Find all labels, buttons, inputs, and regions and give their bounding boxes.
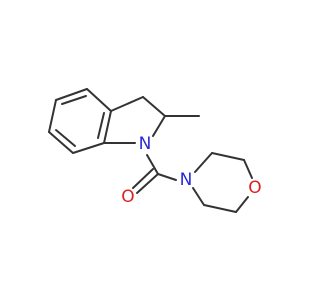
bonds <box>48 88 253 213</box>
carbonyl-oxygen-label: O <box>121 187 134 207</box>
bond-morpholine-o-c5 <box>235 196 249 213</box>
bond-morpholine-c3-o <box>243 159 253 179</box>
bond-n1-carbonyl-carbon <box>146 154 159 175</box>
bond-c3-c2 <box>142 96 166 117</box>
indoline-nitrogen-label: N <box>139 134 152 154</box>
bond-benzene-c7a-c7 <box>72 142 105 154</box>
bond-benzene-c4-c3a <box>86 88 112 112</box>
bond-benzene-c3a-c7a <box>103 110 112 144</box>
bond-benzene-c7-c6 <box>48 131 74 154</box>
bond-morpholine-c6-n <box>192 187 205 206</box>
bond-benzene-c6-c5 <box>48 99 57 133</box>
bond-c3a-c3 <box>110 96 144 112</box>
bond-carbonyl-carbon-morpholine-n <box>157 173 177 181</box>
bond-benzene-inner-double-3 <box>97 112 105 139</box>
canvas-background <box>0 0 300 300</box>
atom-labels: N N O O <box>121 134 261 207</box>
bond-morpholine-c5-c6 <box>203 204 237 213</box>
bond-carbonyl-double-1 <box>136 173 159 194</box>
bond-benzene-inner-double-1 <box>55 129 76 147</box>
morpholine-oxygen-label: O <box>248 178 261 198</box>
bond-carbonyl-double-2 <box>132 168 154 189</box>
bond-morpholine-n-c2 <box>194 152 213 173</box>
chemical-structure-diagram: N N O O <box>0 0 300 300</box>
bond-morpholine-c2-c3 <box>211 152 245 161</box>
bond-c2-n1 <box>152 115 166 137</box>
bond-benzene-inner-double-2 <box>61 95 87 105</box>
morpholine-nitrogen-label: N <box>180 170 193 190</box>
bond-benzene-c5-c4 <box>55 88 88 101</box>
